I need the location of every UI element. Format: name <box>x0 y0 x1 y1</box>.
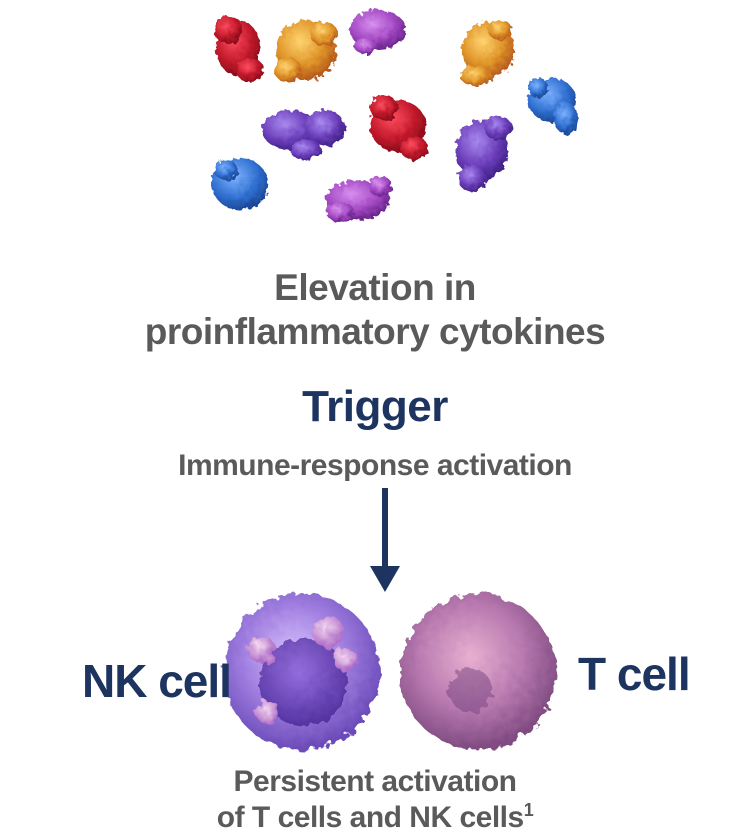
magenta-cytokine-2 <box>326 176 392 222</box>
nk-cell-label: NK cell <box>82 655 232 707</box>
outcome-line1: Persistent activation <box>233 765 517 798</box>
orange-cytokine-1 <box>274 20 338 82</box>
cytokine-elevation-label: Elevation in proinflammatory cytokines <box>0 266 750 354</box>
outcome-line2: of T cells and NK cells1 <box>0 800 750 836</box>
cytokine-label-line1: Elevation in <box>274 267 476 308</box>
cytokine-molecules-illustration <box>212 10 578 222</box>
footnote-marker: 1 <box>523 800 534 820</box>
trigger-heading: Trigger <box>302 382 448 431</box>
orange-cytokine-2 <box>460 20 514 86</box>
trigger-subtitle: Immune-response activation <box>178 449 572 482</box>
down-arrow-icon <box>370 488 400 592</box>
red-cytokine-1 <box>214 16 264 82</box>
blue-cytokine-1 <box>528 78 578 134</box>
t-cell-image <box>400 594 556 750</box>
purple-cytokine-1 <box>262 110 345 160</box>
magenta-cytokine-1 <box>350 10 406 54</box>
blue-cytokine-2 <box>212 158 268 210</box>
immune-cells-illustration <box>224 594 556 750</box>
purple-cytokine-2 <box>456 116 512 192</box>
nk-cell-image <box>224 594 380 750</box>
t-cell-label: T cell <box>578 648 691 700</box>
outcome-line2-text: of T cells and NK cells <box>216 801 524 834</box>
cytokine-label-line2: proinflammatory cytokines <box>144 311 606 352</box>
persistent-activation-label: Persistent activation of T cells and NK … <box>0 764 750 836</box>
red-cytokine-2 <box>370 96 428 160</box>
